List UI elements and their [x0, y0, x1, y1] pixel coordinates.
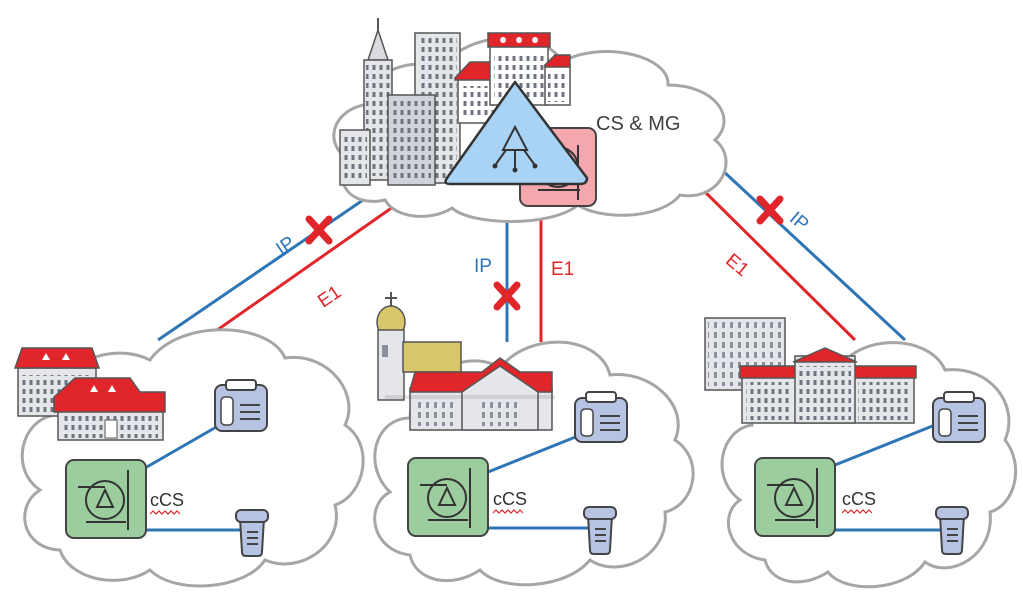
ccs-spellcheck-underline-middle — [492, 509, 524, 514]
church-icon — [376, 292, 555, 431]
cordless-phone-icon-right — [835, 506, 969, 555]
ccs-label-left: cCS — [150, 490, 184, 510]
office-building-icon — [339, 32, 461, 186]
ccs-spellcheck-underline-left — [149, 510, 181, 515]
ccs-switch-icon-right — [754, 457, 836, 537]
ccs-switch-icon-middle — [407, 457, 489, 537]
e1-link-right — [696, 183, 857, 342]
e1-link-left — [202, 193, 411, 342]
cordless-phone-icon-left — [145, 509, 269, 557]
hospital-icon — [704, 317, 917, 424]
call-server-triangle-icon — [444, 80, 589, 186]
ip-failure-cross-right — [756, 195, 784, 225]
ip-label-middle: IP — [474, 256, 492, 277]
connections — [157, 168, 907, 342]
desk-phone-icon-left — [144, 379, 268, 470]
desk-phone-icon-middle — [487, 391, 628, 474]
town-hall-icon — [13, 347, 166, 441]
cordless-phone-icon-middle — [488, 506, 617, 555]
ccs-switch-icon-left — [65, 459, 147, 539]
central-label: CS & MG — [596, 113, 680, 135]
ip-link-right — [720, 168, 907, 342]
e1-label-middle: E1 — [551, 259, 574, 280]
ip-link-left — [157, 183, 386, 342]
e1-label-left: E1 — [314, 282, 345, 312]
ccs-spellcheck-underline-right — [841, 509, 873, 514]
ip-label-left: IP — [272, 232, 299, 259]
desk-phone-icon-right — [834, 391, 986, 467]
ip-failure-cross-middle — [493, 281, 521, 311]
e1-label-right: E1 — [721, 250, 752, 281]
ccs-label-right: cCS — [842, 489, 876, 509]
ip-failure-cross-left — [305, 215, 333, 245]
red-roof-building-icon — [454, 32, 571, 124]
ccs-label-middle: cCS — [493, 489, 527, 509]
